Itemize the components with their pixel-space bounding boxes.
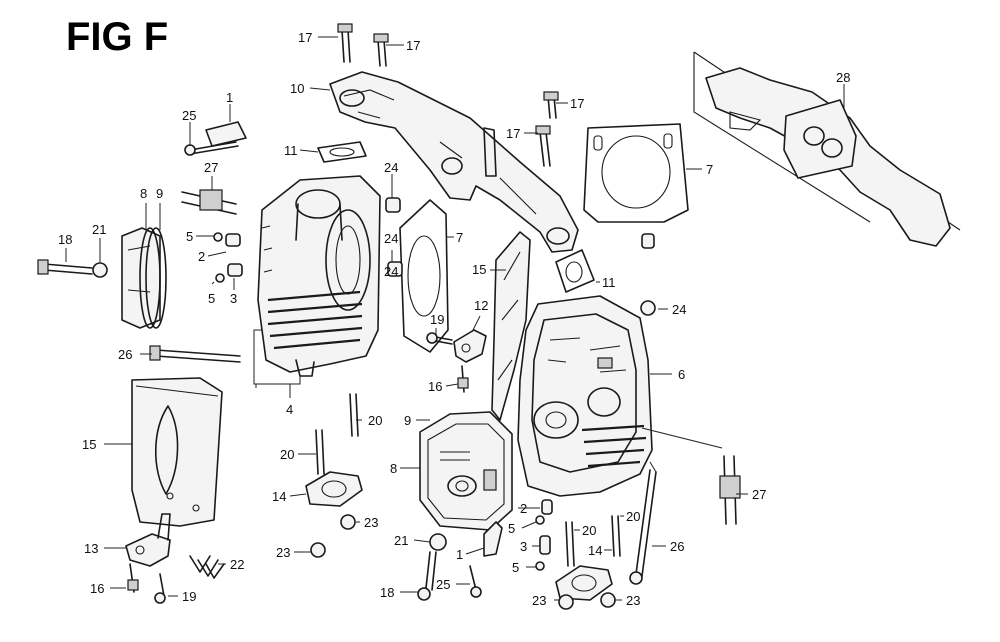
callout-21: 21 [92,222,106,237]
callout-23: 23 [626,593,640,608]
shroud-right [491,231,531,421]
callout-16: 16 [90,581,104,596]
cylinder-left [257,175,381,377]
callout-26: 26 [118,347,132,362]
cylinder-head-right [517,295,653,497]
callout-17: 17 [298,30,312,45]
callout-16: 16 [428,379,442,394]
callout-13: 13 [84,541,98,556]
callout-24: 24 [384,231,398,246]
fasteners [37,23,741,610]
callout-24: 24 [384,160,398,175]
callout-5: 5 [186,229,193,244]
callout-labels: 17 17 17 17 10 28 1 25 27 11 24 7 7 8 9 … [58,30,850,608]
callout-5: 5 [508,521,515,536]
head-gasket-middle [399,199,449,353]
callout-9: 9 [404,413,411,428]
callout-11: 11 [602,275,616,290]
callout-25: 25 [436,577,450,592]
intake-manifold-variant [693,51,961,247]
callout-9: 9 [156,186,163,201]
callout-17: 17 [506,126,520,141]
callout-3: 3 [520,539,527,554]
baffle-gasket-upper [317,141,367,163]
callout-24: 24 [384,264,398,279]
bracket [453,329,487,363]
figure-title: FIG F [66,15,168,59]
leader-lines [65,36,845,601]
callout-10: 10 [290,81,304,96]
callout-17: 17 [406,38,420,53]
callout-28: 28 [836,70,850,85]
lower-bracket [125,513,171,567]
clip-set [189,555,225,579]
callout-2: 2 [198,249,205,264]
callout-12: 12 [474,298,488,313]
valve-cover-right [419,411,513,531]
callout-18: 18 [380,585,394,600]
callout-23: 23 [276,545,290,560]
callout-14: 14 [272,489,286,504]
callout-5: 5 [208,291,215,306]
callout-21: 21 [394,533,408,548]
callout-3: 3 [230,291,237,306]
callout-4: 4 [286,402,293,417]
callout-23: 23 [364,515,378,530]
callout-15: 15 [472,262,486,277]
intake-manifold [329,71,579,253]
callout-5: 5 [512,560,519,575]
callout-27: 27 [752,487,766,502]
callout-24: 24 [672,302,686,317]
callout-20: 20 [368,413,382,428]
callout-20: 20 [280,447,294,462]
callout-1: 1 [226,90,233,105]
callout-20: 20 [626,509,640,524]
callout-8: 8 [140,186,147,201]
callout-7: 7 [456,230,463,245]
callout-19: 19 [182,589,196,604]
callout-25: 25 [182,108,196,123]
head-gasket-upper [583,123,689,223]
callout-18: 18 [58,232,72,247]
callout-22: 22 [230,557,244,572]
callout-7: 7 [706,162,713,177]
callout-20: 20 [582,523,596,538]
callout-11: 11 [284,143,298,158]
callout-27: 27 [204,160,218,175]
callout-14: 14 [588,543,602,558]
callout-19: 19 [430,312,444,327]
callout-2: 2 [520,501,527,516]
insulator-gasket-left [305,471,363,507]
baffle-gasket-lower [555,249,595,293]
callout-26: 26 [670,539,684,554]
callout-6: 6 [678,367,685,382]
callout-23: 23 [532,593,546,608]
callout-17: 17 [570,96,584,111]
callout-15: 15 [82,437,96,452]
callout-8: 8 [390,461,397,476]
callout-1: 1 [456,547,463,562]
insulator-gasket-right [555,565,613,601]
cylinder-head-left [121,227,167,329]
shroud-left [131,377,223,527]
